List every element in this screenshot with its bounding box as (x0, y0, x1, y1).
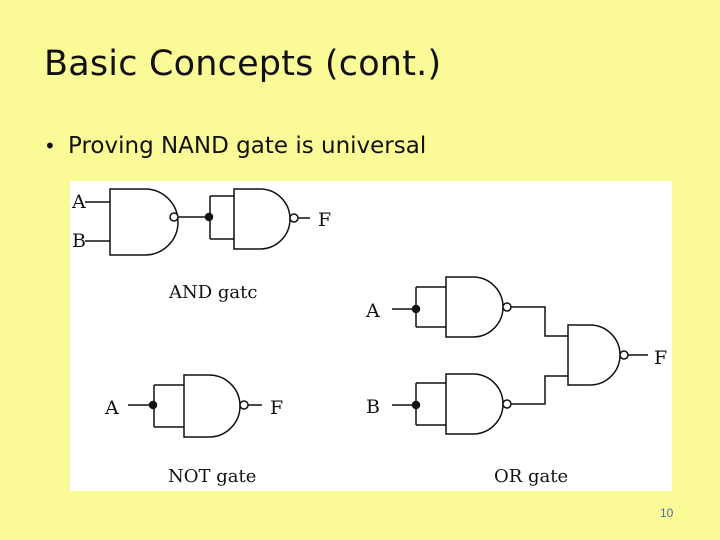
not-caption: NOT gate (168, 466, 256, 487)
and-nand-gate-2 (233, 188, 291, 250)
or-input-a-label: A (365, 300, 380, 322)
or-nand-gate-b (445, 373, 504, 435)
or-final-bubble (619, 350, 629, 360)
and-input-a-label: A (71, 191, 86, 213)
bullet-dot-icon: • (44, 134, 56, 158)
or-link-wire-b (511, 375, 568, 405)
not-nand-gate (183, 374, 241, 438)
or-input-b-label: B (366, 396, 380, 418)
or-link-wire-a (511, 306, 568, 337)
bullet-item: • Proving NAND gate is universal (44, 133, 426, 159)
not-junction-dot (148, 400, 158, 410)
or-nand-a-bubble (502, 302, 512, 312)
slide-title: Basic Concepts (cont.) (44, 44, 442, 84)
and-nand-gate-1 (109, 188, 179, 256)
or-nand-b-bubble (502, 399, 512, 409)
not-input-label: A (104, 397, 119, 419)
or-junction-b-dot (411, 400, 421, 410)
circuit-diagram-svg: A B F AND gatc A F NOT gate A B F OR gat… (71, 188, 667, 487)
or-junction-a-dot (411, 304, 421, 314)
and-nand-2-bubble (289, 213, 299, 223)
not-bubble (239, 400, 249, 410)
bullet-text: Proving NAND gate is universal (68, 133, 427, 159)
or-nand-gate-a (445, 276, 504, 338)
or-nand-gate-final (567, 324, 621, 386)
and-circuit (85, 188, 310, 256)
and-output-label: F (318, 209, 331, 231)
and-caption: AND gatc (168, 282, 257, 303)
or-output-label: F (654, 347, 667, 369)
nand-universal-diagram: A B F AND gatc A F NOT gate A B F OR gat… (70, 181, 672, 491)
or-circuit (392, 276, 648, 435)
not-output-label: F (270, 397, 283, 419)
not-circuit (128, 374, 262, 438)
and-input-b-label: B (72, 230, 86, 252)
and-junction-dot (204, 212, 214, 222)
and-nand-1-bubble (169, 212, 179, 222)
or-caption: OR gate (494, 466, 568, 487)
page-number: 10 (660, 506, 674, 520)
